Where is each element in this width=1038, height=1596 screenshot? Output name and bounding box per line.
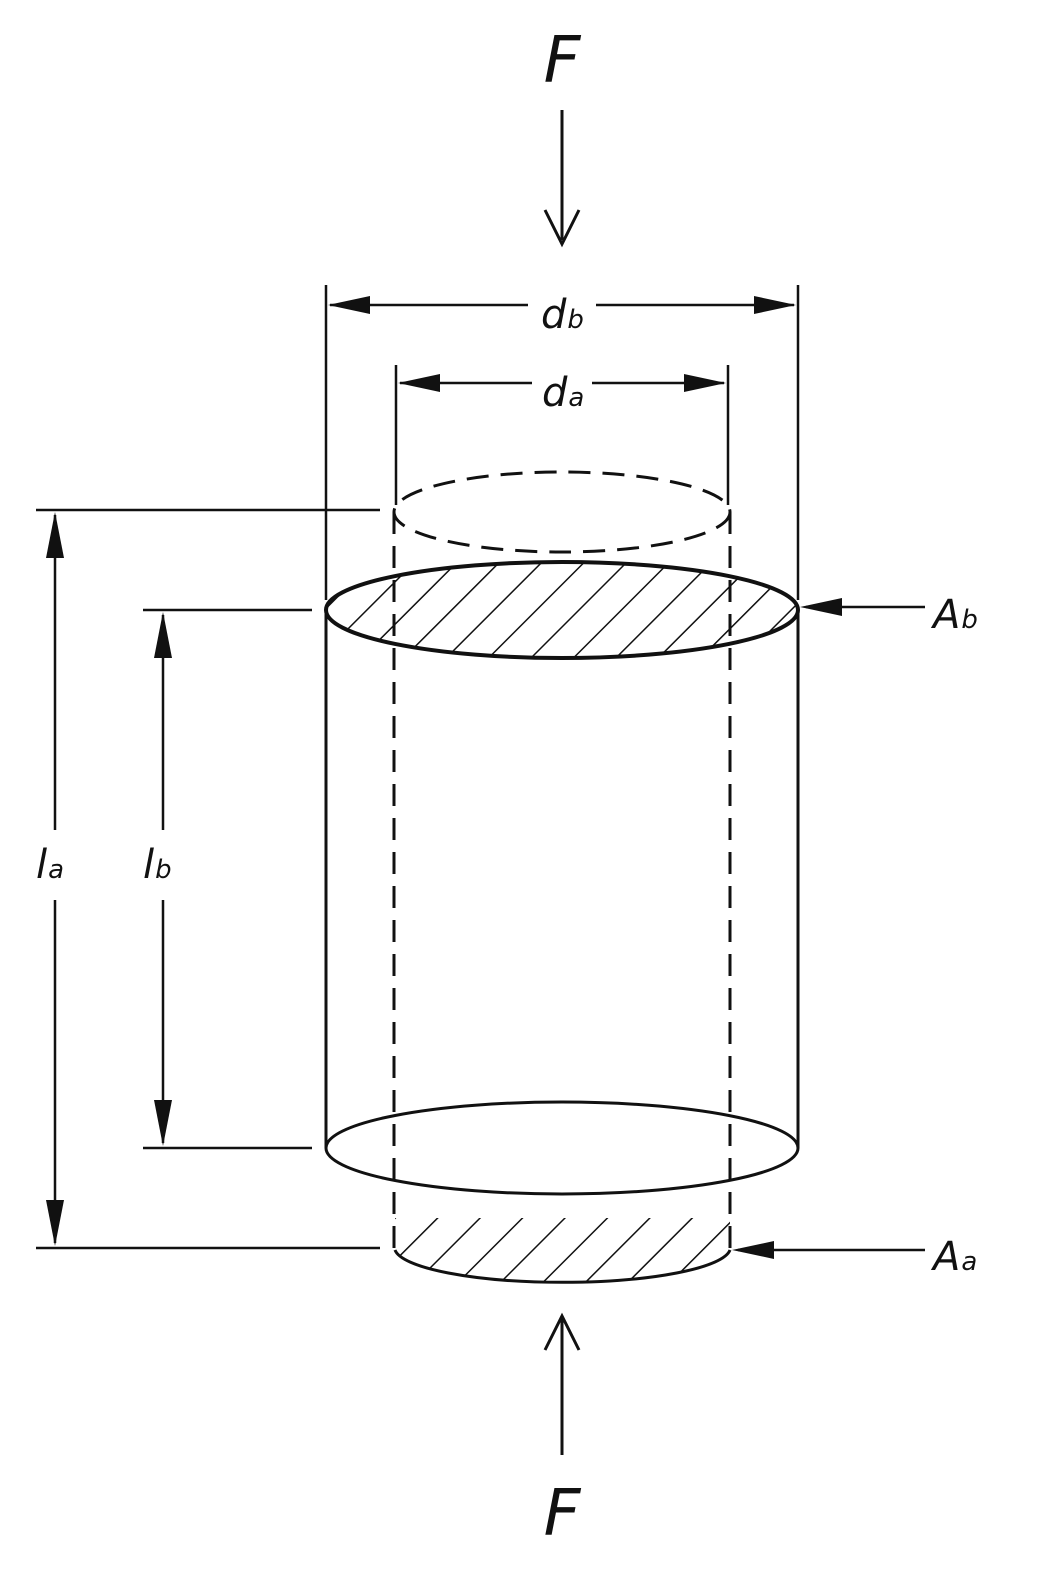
hatched-face-aa [393,1218,732,1284]
compressed-cylinder [324,610,800,1196]
dimension-line-lb [143,608,312,1150]
force-arrow-top [543,110,581,248]
label-aa: Aa [930,1234,977,1280]
hatched-face-ab [324,560,800,660]
dimension-line-da [394,365,730,505]
force-arrow-bottom [543,1312,581,1455]
force-label-bottom: F [544,1477,582,1551]
label-la: la [36,842,64,888]
label-db: db [541,292,584,338]
force-label-top: F [544,24,582,98]
dimension-line-la [36,508,380,1250]
leader-ab [800,598,925,616]
label-ab: Ab [930,592,978,638]
label-lb: lb [143,842,172,888]
leader-aa [732,1241,925,1259]
dimension-line-db [324,285,800,600]
label-da: da [542,370,584,416]
